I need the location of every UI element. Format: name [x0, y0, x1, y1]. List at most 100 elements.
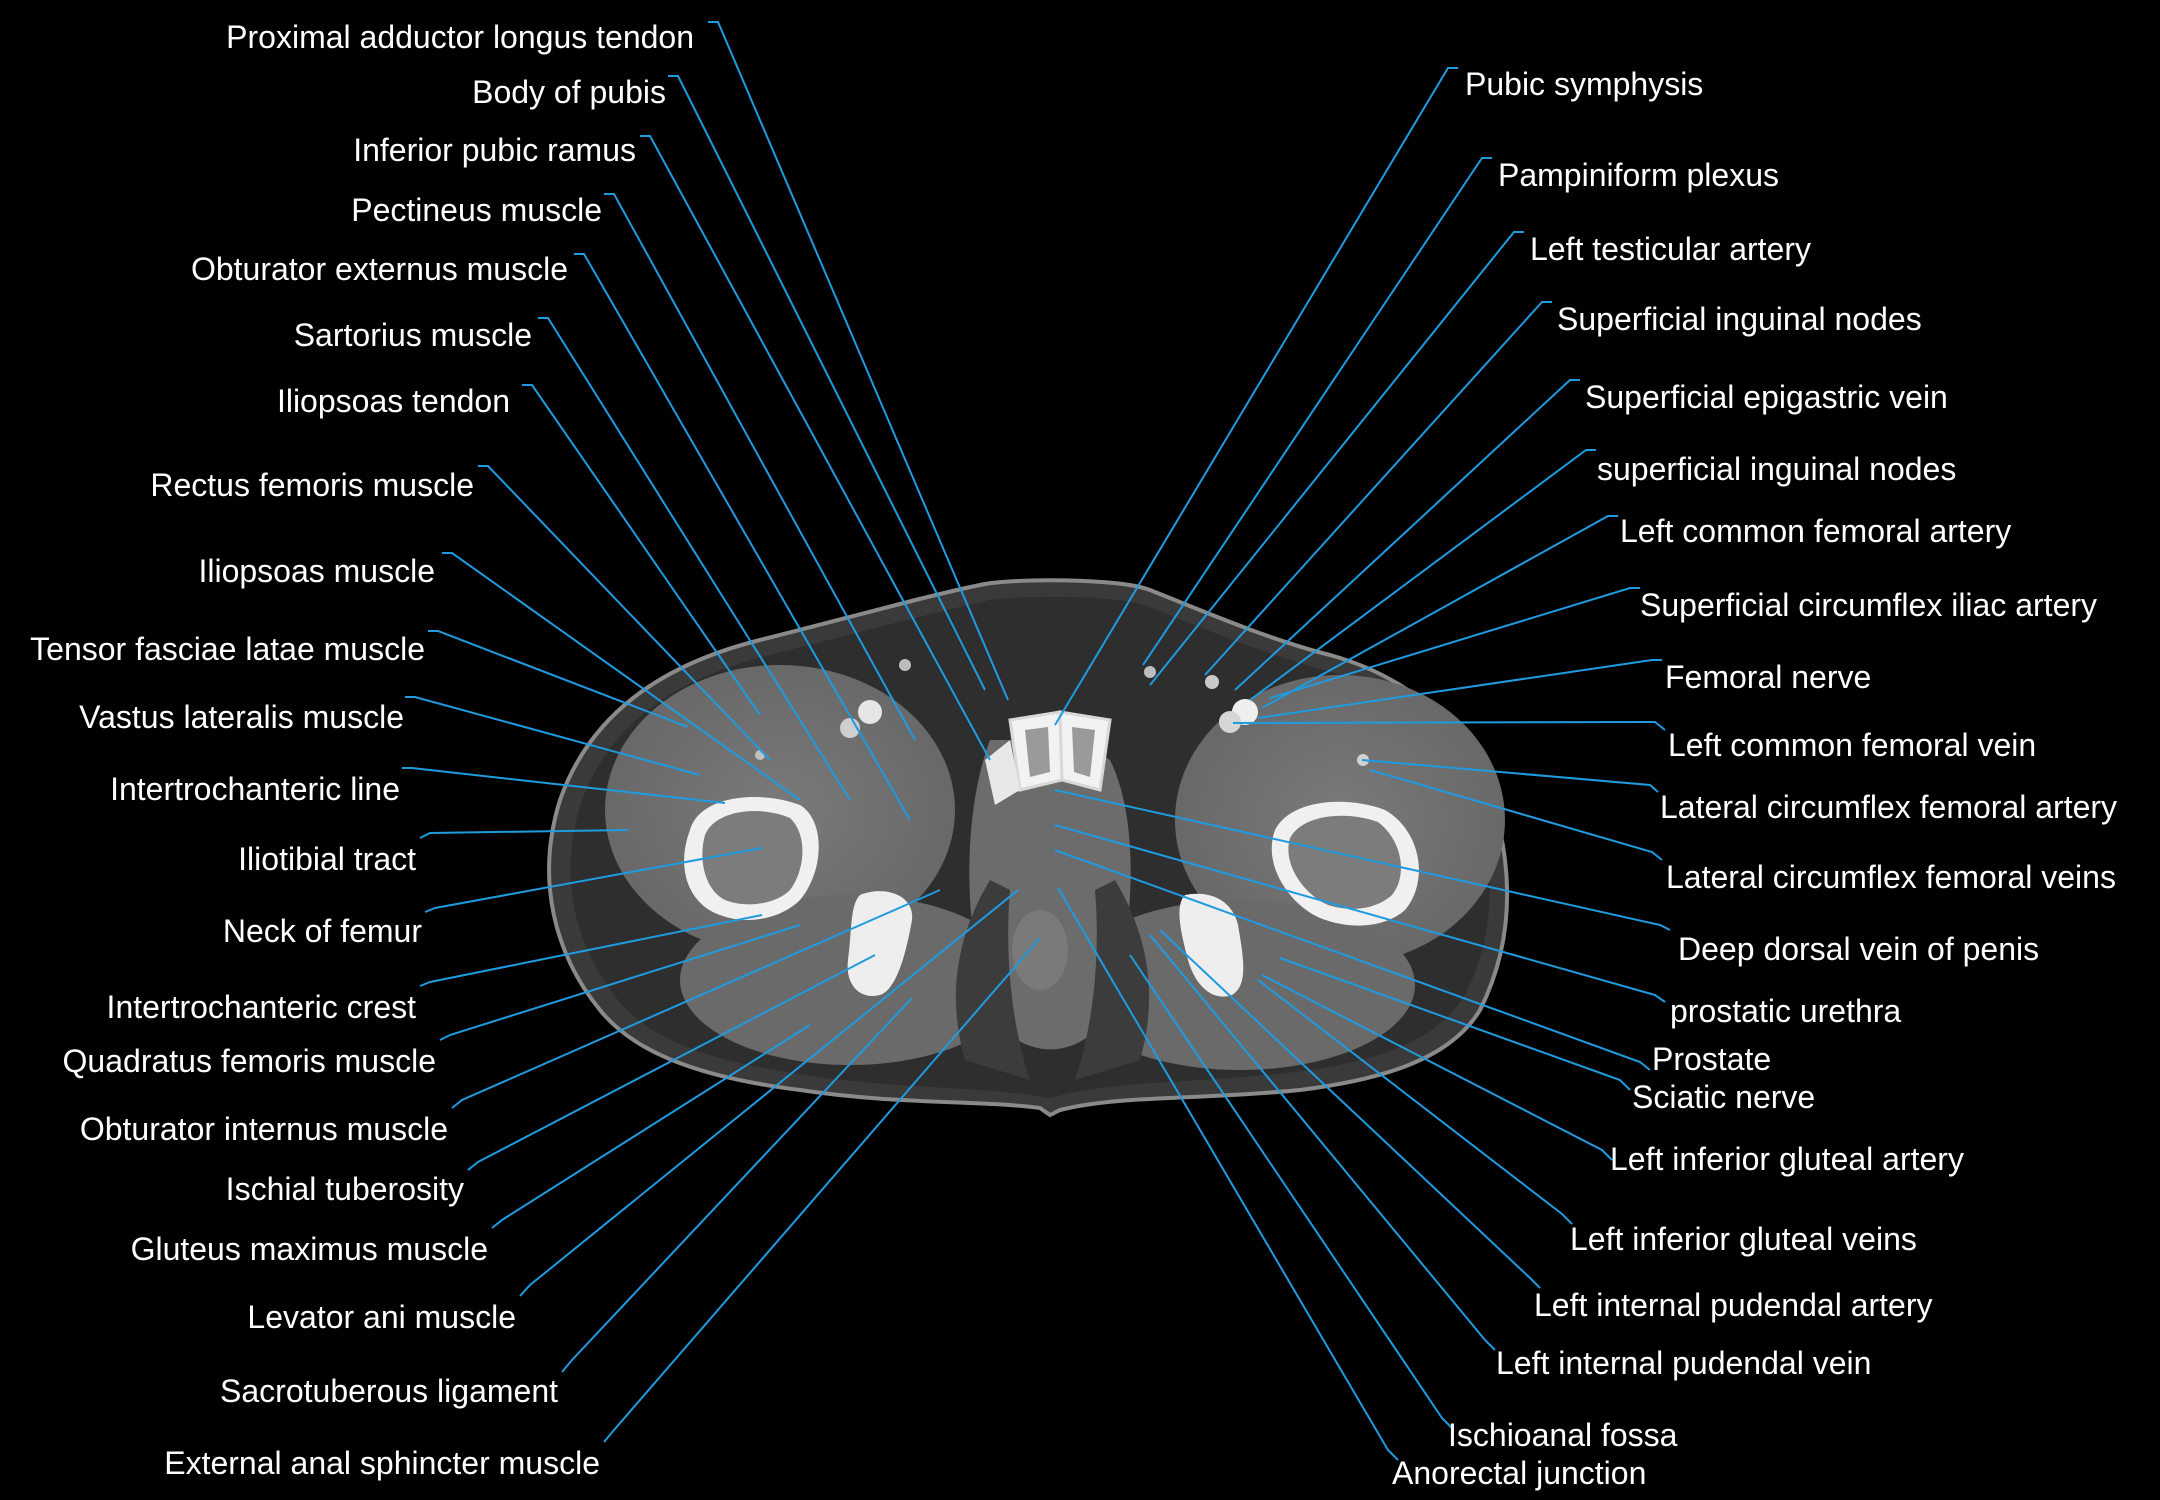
leader-lines — [402, 21, 1671, 1461]
label-deep-dorsal-vein-of-penis: Deep dorsal vein of penis — [1678, 931, 2040, 967]
leader-line-right — [1054, 849, 1651, 1071]
label-superficial-epigastric-vein: Superficial epigastric vein — [1585, 379, 1948, 415]
label-left-internal-pudendal-vein: Left internal pudendal vein — [1496, 1345, 1872, 1381]
right-ischioanal-fossa — [955, 880, 1030, 1080]
label-sacrotuberous-ligament: Sacrotuberous ligament — [220, 1373, 558, 1409]
leader-line-right — [1232, 720, 1666, 731]
label-anorectal-junction: Anorectal junction — [1392, 1455, 1647, 1491]
leader-line-left — [439, 924, 801, 1041]
leader-line-left — [419, 829, 629, 839]
label-left-testicular-artery: Left testicular artery — [1530, 231, 1811, 267]
leader-line-left — [405, 696, 701, 776]
label-tensor-fasciae-latae-muscle: Tensor fasciae latae muscle — [30, 631, 425, 667]
leader-line-right — [1261, 515, 1618, 709]
leader-line-left — [442, 552, 801, 801]
leader-line-left — [467, 954, 876, 1171]
label-obturator-externus-muscle: Obturator externus muscle — [190, 251, 568, 287]
pubic-bones — [985, 710, 1112, 805]
label-left-inferior-gluteal-veins: Left inferior gluteal veins — [1570, 1221, 1917, 1257]
label-left-inferior-gluteal-artery: Left inferior gluteal artery — [1610, 1141, 1964, 1177]
leader-line-left — [522, 384, 761, 716]
label-superficial-circumflex-iliac-artery: Superficial circumflex iliac artery — [1640, 587, 2098, 623]
leader-line-right — [1149, 934, 1496, 1351]
leader-line-right — [1269, 587, 1640, 699]
leader-line-right — [1142, 157, 1492, 666]
rectum — [1012, 910, 1068, 990]
left-femur — [1271, 801, 1419, 926]
label-neck-of-femur: Neck of femur — [222, 913, 422, 949]
label-external-anal-sphincter-muscle: External anal sphincter muscle — [164, 1445, 600, 1481]
label-intertrochanteric-line: Intertrochanteric line — [110, 771, 400, 807]
label-rectus-femoris-muscle: Rectus femoris muscle — [150, 467, 474, 503]
leader-line-right — [1054, 67, 1458, 726]
leader-line-left — [538, 317, 851, 801]
leader-line-left — [424, 847, 763, 913]
left-femoral-vein — [1219, 711, 1241, 733]
label-left-common-femoral-artery: Left common femoral artery — [1620, 513, 2012, 549]
label-obturator-internus-muscle: Obturator internus muscle — [79, 1111, 448, 1147]
label-sciatic-nerve: Sciatic nerve — [1632, 1079, 1816, 1115]
label-iliopsoas-tendon: Iliopsoas tendon — [276, 383, 510, 419]
leader-line-left — [561, 997, 913, 1373]
leader-line-left — [451, 889, 941, 1109]
label-ischioanal-fossa: Ischioanal fossa — [1448, 1417, 1678, 1453]
label-superficial-inguinal-nodes-2: superficial inguinal nodes — [1597, 451, 1957, 487]
leader-line-left — [603, 937, 1041, 1443]
label-prostate: Prostate — [1652, 1041, 1772, 1077]
leader-line-right — [1159, 929, 1541, 1289]
right-femur — [684, 797, 819, 920]
leader-line-left — [402, 767, 726, 804]
leader-line-left — [708, 21, 1009, 701]
leader-line-left — [668, 75, 986, 691]
label-lateral-circumflex-femoral-artery: Lateral circumflex femoral artery — [1660, 789, 2118, 825]
lymph-node-2 — [1205, 675, 1219, 689]
left-ischial-tuberosity — [1179, 893, 1244, 997]
leader-line-right — [1257, 659, 1662, 719]
label-femoral-nerve: Femoral nerve — [1665, 659, 1872, 695]
leader-line-right — [1261, 974, 1613, 1161]
label-inferior-pubic-ramus: Inferior pubic ramus — [353, 132, 636, 168]
label-levator-ani-muscle: Levator ani muscle — [247, 1299, 516, 1335]
leader-line-left — [604, 193, 916, 741]
label-pampiniform-plexus: Pampiniform plexus — [1498, 157, 1779, 193]
leader-line-left — [419, 914, 763, 987]
label-intertrochanteric-crest: Intertrochanteric crest — [106, 989, 416, 1025]
label-sartorius-muscle: Sartorius muscle — [293, 317, 532, 353]
label-lateral-circumflex-femoral-veins: Lateral circumflex femoral veins — [1666, 859, 2116, 895]
leader-line-right — [1257, 979, 1573, 1225]
ct-cross-section — [547, 578, 1509, 1118]
label-left-common-femoral-vein: Left common femoral vein — [1668, 727, 2037, 763]
leader-line-right — [1057, 887, 1399, 1461]
leader-line-right — [1204, 301, 1552, 676]
vessel-small-2 — [755, 750, 765, 760]
lymph-node-3 — [899, 659, 911, 671]
label-superficial-inguinal-nodes: Superficial inguinal nodes — [1557, 301, 1922, 337]
label-vastus-lateralis-muscle: Vastus lateralis muscle — [79, 699, 404, 735]
label-left-internal-pudendal-artery: Left internal pudendal artery — [1534, 1287, 1933, 1323]
leader-line-right — [1279, 957, 1631, 1091]
leader-line-right — [1249, 449, 1596, 701]
label-ischial-tuberosity: Ischial tuberosity — [225, 1171, 464, 1207]
label-iliotibial-tract: Iliotibial tract — [238, 841, 416, 877]
leader-line-right — [1361, 759, 1659, 793]
right-ischial-tuberosity — [847, 891, 913, 996]
label-iliopsoas-muscle: Iliopsoas muscle — [198, 553, 435, 589]
right-femoral-artery — [858, 700, 882, 724]
leader-line-right — [1054, 824, 1666, 1003]
label-quadratus-femoris-muscle: Quadratus femoris muscle — [62, 1043, 436, 1079]
leader-line-left — [428, 630, 689, 728]
leader-line-left — [491, 1024, 811, 1229]
leader-line-left — [640, 135, 991, 761]
leader-line-right — [1234, 379, 1580, 691]
leader-line-right — [1149, 231, 1524, 686]
lymph-node-1 — [1144, 666, 1156, 678]
leader-line-left — [574, 253, 911, 821]
label-body-of-pubis: Body of pubis — [472, 74, 666, 110]
label-proximal-adductor-longus-tendon: Proximal adductor longus tendon — [226, 19, 694, 55]
leader-line-right — [1054, 789, 1671, 931]
label-pubic-symphysis: Pubic symphysis — [1465, 66, 1704, 102]
label-prostatic-urethra: prostatic urethra — [1670, 993, 1902, 1029]
label-pectineus-muscle: Pectineus muscle — [351, 192, 602, 228]
label-gluteus-maximus-muscle: Gluteus maximus muscle — [130, 1231, 488, 1267]
